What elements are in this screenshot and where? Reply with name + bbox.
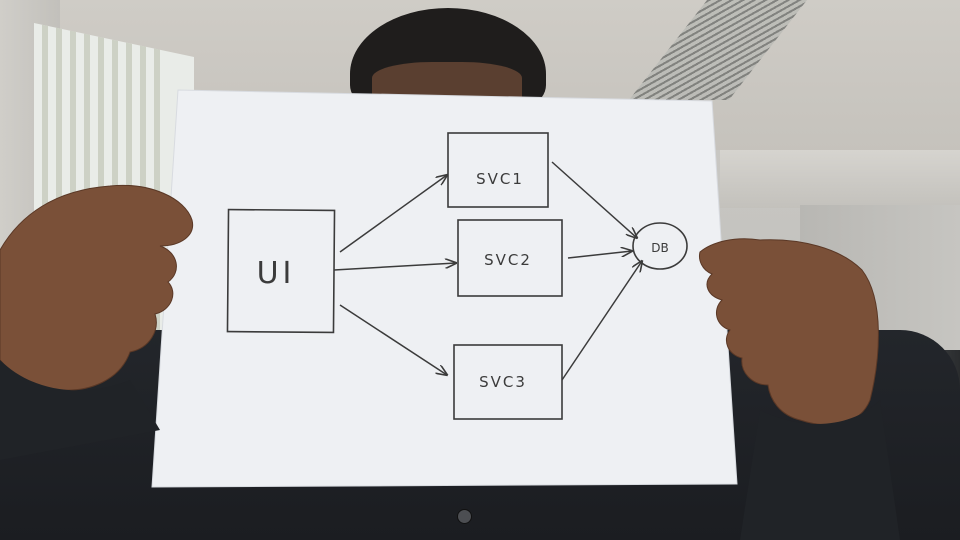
arrow-svc3-to-db xyxy=(561,261,642,381)
ceiling-beam xyxy=(720,150,960,208)
svc2-box xyxy=(457,219,563,297)
right-hand xyxy=(699,238,900,540)
svc3-label: SVC3 xyxy=(479,373,527,391)
svc1-label: SVC1 xyxy=(476,170,524,188)
shirt-button xyxy=(457,509,472,524)
svc1-box xyxy=(447,132,549,208)
arrow-svc2-to-db xyxy=(567,251,632,259)
db-circle xyxy=(632,222,688,270)
svc2-label: SVC2 xyxy=(484,251,532,269)
db-label: DB xyxy=(651,241,668,255)
ui-label: UI xyxy=(257,256,296,291)
ui-box xyxy=(226,208,336,334)
svc3-box xyxy=(453,344,563,420)
paper-surface xyxy=(151,89,738,488)
arrow-ui-to-svc1 xyxy=(339,175,447,253)
arrow-svc1-to-db xyxy=(551,161,637,238)
arrow-ui-to-svc3 xyxy=(339,304,447,375)
left-hand xyxy=(0,184,194,460)
arrow-ui-to-svc2 xyxy=(333,263,456,271)
